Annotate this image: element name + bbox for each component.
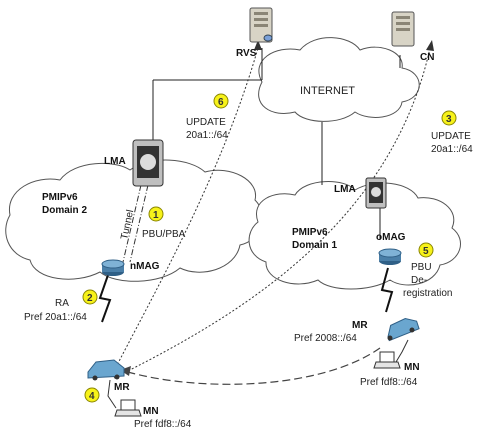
network-links xyxy=(152,48,401,240)
lma-right-icon xyxy=(365,177,387,209)
domain1-label-line2: Domain 1 xyxy=(292,240,337,251)
internet-label: INTERNET xyxy=(300,85,355,97)
step-2-badge xyxy=(82,289,98,305)
step-1-number: 1 xyxy=(153,210,159,221)
rvs-label: RVS xyxy=(236,48,257,59)
step-4-badge xyxy=(84,387,100,403)
lma-right-label: LMA xyxy=(334,184,356,195)
mn-old-label: MN xyxy=(404,362,420,373)
step-1-badge xyxy=(148,206,164,222)
step-3: 3 UPDATE 20a1::/64 xyxy=(431,110,473,155)
wireless-links xyxy=(98,267,394,323)
step-6-line2: 20a1::/64 xyxy=(186,130,228,141)
step-3-number: 3 xyxy=(446,114,452,125)
step-6-line1: UPDATE xyxy=(186,117,226,128)
mn-new-laptop-icon xyxy=(114,399,142,417)
rvs-server-icon xyxy=(249,7,273,43)
step-5-line1: PBU xyxy=(411,262,432,273)
step-3-line1: UPDATE xyxy=(431,131,471,142)
mr-new-car-icon xyxy=(87,359,125,381)
domain2-label-line1: PMIPv6 xyxy=(42,192,78,203)
tunnel-path xyxy=(122,184,149,263)
internet-cloud xyxy=(258,37,420,122)
pref-2008-label: Pref 2008::/64 xyxy=(294,333,357,344)
step-4: 4 xyxy=(84,387,100,403)
step-2-number: 2 xyxy=(87,293,93,304)
update-arcs xyxy=(111,47,431,379)
step-1-line1: PBU/PBA xyxy=(142,229,186,240)
step-2-line1: RA xyxy=(55,298,69,309)
step-6: 6 UPDATE 20a1::/64 xyxy=(186,93,229,141)
omag-router-icon xyxy=(378,248,402,265)
step-6-number: 6 xyxy=(218,97,224,108)
step-5-badge xyxy=(418,242,434,258)
mr-mn-links xyxy=(107,339,409,409)
step-5-number: 5 xyxy=(423,246,429,257)
mr-old-car-icon xyxy=(387,318,420,342)
mr-new-label: MR xyxy=(114,382,130,393)
mr-old-label: MR xyxy=(352,320,368,331)
mn-old-laptop-icon xyxy=(373,351,401,369)
step-3-badge xyxy=(441,110,457,126)
omag-label: oMAG xyxy=(376,232,406,243)
step-2: 2 RA Pref 20a1::/64 xyxy=(24,289,98,323)
step-5: 5 PBU De- registration xyxy=(403,242,452,299)
nmag-router-icon xyxy=(101,259,125,276)
arc-arrowheads xyxy=(254,40,434,51)
movement-arrow xyxy=(120,347,381,385)
step-3-line2: 20a1::/64 xyxy=(431,144,473,155)
step-4-number: 4 xyxy=(89,391,95,402)
step-1: 1 PBU/PBA xyxy=(142,206,186,240)
pref-fdf8-new-label: Pref fdf8::/64 xyxy=(134,419,192,430)
domain2-label-line2: Domain 2 xyxy=(42,205,87,216)
step-2-line2: Pref 20a1::/64 xyxy=(24,312,87,323)
step-6-badge xyxy=(213,93,229,109)
pref-fdf8-old-label: Pref fdf8::/64 xyxy=(360,377,418,388)
cn-label: CN xyxy=(420,52,434,63)
domain1-label-line1: PMIPv6 xyxy=(292,227,328,238)
cn-server-icon xyxy=(391,11,415,47)
mn-new-label: MN xyxy=(143,406,159,417)
lma-left-label: LMA xyxy=(104,156,126,167)
step-5-line2: De- xyxy=(411,275,427,286)
nmag-label: nMAG xyxy=(130,261,160,272)
lma-left-icon xyxy=(132,139,164,187)
step-5-line3: registration xyxy=(403,288,452,299)
